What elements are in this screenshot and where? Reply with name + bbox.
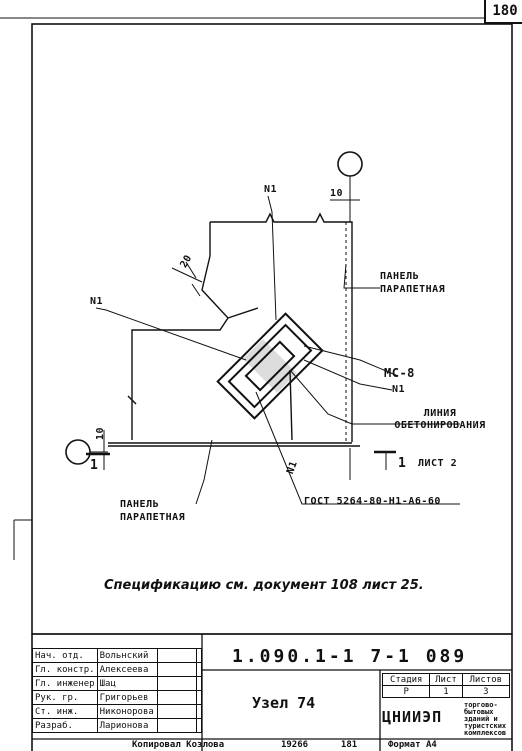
stage-table: Стадия Лист Листов Р 1 3 <box>381 673 511 698</box>
footer-code: 181 <box>340 740 358 750</box>
organization-subtitle: торгово-бытовых зданий и туристских комп… <box>464 701 507 737</box>
section-mark-left: 1 <box>90 458 99 473</box>
panel-label-top: ПАНЕЛЬ ПАРАПЕТНАЯ <box>380 271 446 295</box>
footer-line: Копировал Козлова 19266 181 Формат А4 <box>132 740 437 750</box>
callout-n1-top: N1 <box>264 184 278 195</box>
signatures-table: Нач. отд.Вольнский Гл. констр.Алексеева … <box>32 648 202 733</box>
page-number: 180 <box>484 0 522 24</box>
table-row: Рук. гр.Григорьев <box>32 690 202 705</box>
gost-label: ГОСТ 5264-80-Н1-А6-60 <box>304 496 441 507</box>
label-n1-right: N1 <box>392 384 406 395</box>
specification-note: Спецификацию см. документ 108 лист 25. <box>104 578 424 593</box>
panel-outline <box>108 212 360 447</box>
copied-by: Копировал Козлова <box>132 740 225 750</box>
drawing-title: Узел 74 <box>252 694 316 712</box>
sheet-ref: ЛИСТ 2 <box>418 458 458 469</box>
section-mark-right: 1 <box>398 456 407 471</box>
document-number: 1.090.1-1 7-1 089 <box>232 646 468 667</box>
table-row: Стадия Лист Листов <box>381 673 511 686</box>
table-row: Гл. констр.Алексеева <box>32 662 202 677</box>
label-mc8: МС-8 <box>384 366 415 380</box>
sheet-format: Формат А4 <box>388 740 437 750</box>
dimension-left: 10 <box>95 426 107 441</box>
organization-name: ЦНИИЭП <box>382 708 443 726</box>
table-row: Нач. отд.Вольнский <box>32 648 202 663</box>
label-concrete-line: ЛИНИЯ ОБЕТОНИРОВАНИЯ <box>394 408 486 431</box>
table-row: Разраб.Ларионова <box>32 718 202 733</box>
embedded-part-mc8 <box>216 312 324 420</box>
footer-number: 19266 <box>280 740 309 750</box>
callout-n1-left: N1 <box>90 296 104 307</box>
dimension-top: 10 <box>330 188 344 199</box>
table-row: Р 1 3 <box>381 685 511 698</box>
table-row: Ст. инж.Никонорова <box>32 704 202 719</box>
panel-label-bottom: ПАНЕЛЬ ПАРАПЕТНАЯ <box>120 499 186 523</box>
